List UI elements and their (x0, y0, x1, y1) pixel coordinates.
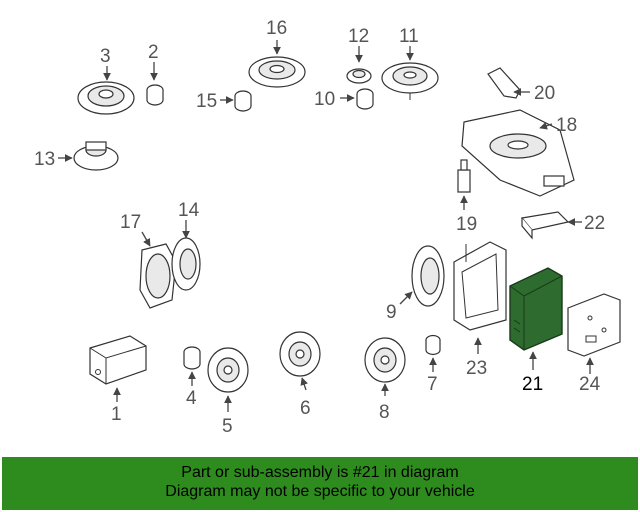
callout-10: 10 (314, 89, 335, 110)
callout-18: 18 (556, 115, 577, 136)
callout-7: 7 (427, 374, 438, 395)
module-part-1[interactable] (89, 335, 147, 385)
callout-23: 23 (466, 358, 487, 379)
callout-17: 17 (120, 212, 141, 233)
callout-5: 5 (222, 416, 233, 437)
banner-line-2: Diagram may not be specific to your vehi… (165, 483, 475, 500)
speaker-part-13[interactable] (73, 141, 119, 171)
bracket-part-20[interactable] (487, 67, 521, 99)
speaker-part-14[interactable] (171, 237, 201, 291)
spacer-part-4[interactable] (183, 346, 201, 370)
callout-16: 16 (266, 18, 287, 39)
callout-21: 21 (522, 374, 543, 395)
speaker-part-11[interactable] (381, 62, 439, 100)
speaker-part-6[interactable] (279, 331, 321, 377)
spacer-part-2[interactable] (146, 84, 164, 106)
spacer-part-7[interactable] (425, 334, 441, 356)
info-banner: Part or sub-assembly is #21 in diagram D… (2, 457, 638, 510)
speaker-part-3[interactable] (77, 81, 135, 115)
banner-line-1: Part or sub-assembly is #21 in diagram (181, 464, 459, 481)
callout-8: 8 (379, 402, 390, 423)
bracket-part-23[interactable] (453, 241, 507, 331)
speaker-part-8[interactable] (364, 337, 406, 383)
connector-part-19[interactable] (457, 159, 471, 193)
speaker-part-9[interactable] (411, 245, 445, 307)
callout-1: 1 (111, 404, 122, 425)
module-part-22[interactable] (520, 211, 570, 240)
callout-24: 24 (579, 374, 601, 395)
callout-15: 15 (196, 91, 217, 112)
speaker-frame-part-17[interactable] (139, 243, 177, 309)
parts-diagram: 3 2 13 16 15 12 10 (34, 18, 621, 437)
callout-6: 6 (300, 398, 311, 419)
callout-19: 19 (456, 214, 477, 235)
callout-11: 11 (399, 26, 419, 47)
callout-2: 2 (148, 42, 159, 63)
spacer-part-15[interactable] (234, 90, 252, 112)
speaker-part-16[interactable] (248, 56, 306, 88)
callout-3: 3 (100, 46, 111, 67)
spacer-part-10[interactable] (356, 88, 374, 110)
callout-13: 13 (34, 149, 55, 170)
subwoofer-part-18[interactable] (461, 109, 575, 197)
callout-20: 20 (534, 83, 555, 104)
callout-22: 22 (584, 213, 605, 234)
module-part-24[interactable] (567, 293, 621, 357)
tweeter-part-12[interactable] (346, 68, 372, 84)
callout-4: 4 (186, 388, 197, 409)
speaker-part-5[interactable] (207, 347, 249, 393)
callout-14: 14 (178, 200, 200, 221)
callout-9: 9 (386, 302, 397, 323)
amplifier-part-21[interactable] (509, 267, 563, 351)
callout-12: 12 (348, 26, 369, 47)
